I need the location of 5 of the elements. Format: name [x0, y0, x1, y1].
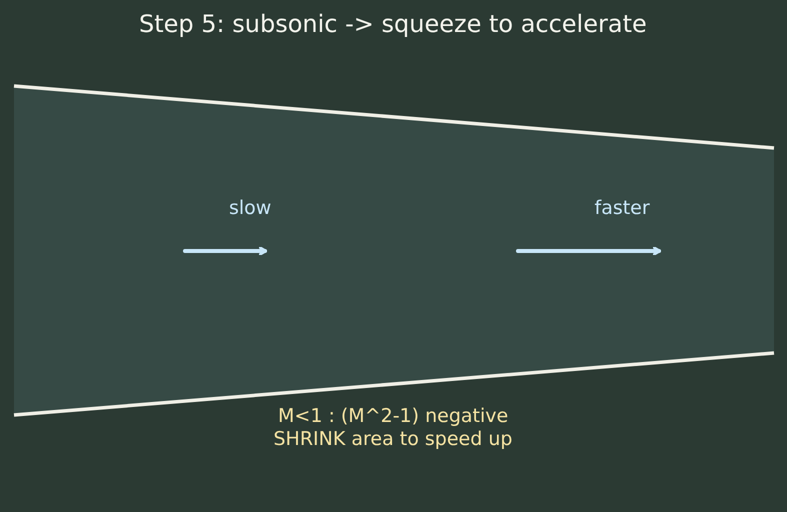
note-text: M<1 : (M^2-1) negative	[278, 405, 508, 427]
note-text: SHRINK area to speed up	[274, 428, 512, 450]
title: Step 5: subsonic -> squeeze to accelerate	[139, 10, 647, 38]
flow-label: faster	[594, 197, 650, 219]
flow-label: slow	[229, 197, 272, 219]
